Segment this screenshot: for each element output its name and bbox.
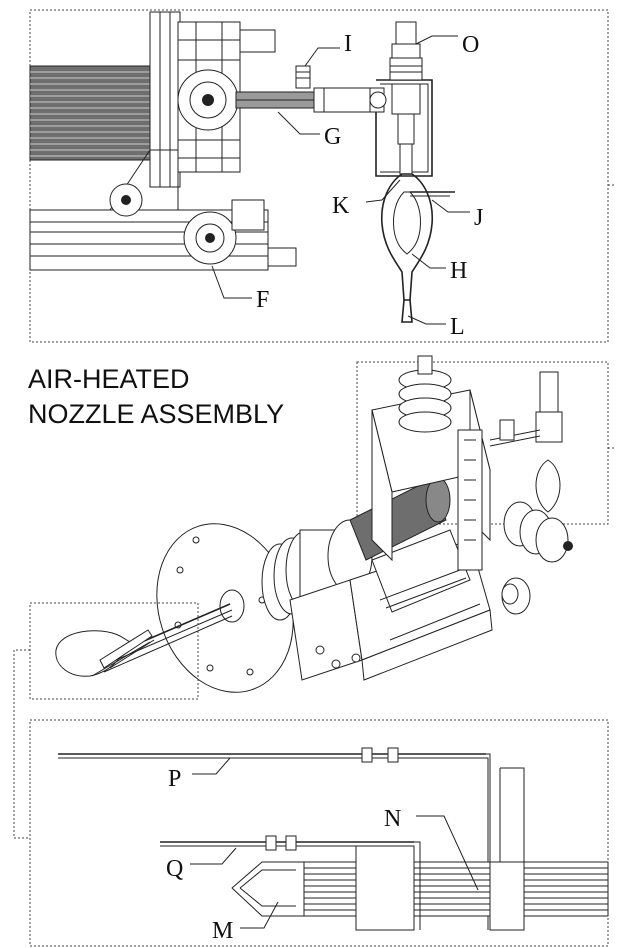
probe-bundle — [231, 767, 609, 931]
label-J: J — [474, 205, 483, 231]
heated-bulb — [380, 173, 455, 323]
label-M: M — [212, 918, 233, 944]
top-panel-frame — [29, 9, 609, 343]
label-O: O — [462, 32, 479, 58]
label-F: F — [256, 287, 269, 313]
isometric-assembly — [29, 355, 616, 700]
nozzle-tube — [235, 87, 387, 113]
right-coupling — [501, 501, 573, 615]
label-K: K — [332, 193, 350, 219]
bracket-fitting — [375, 21, 433, 177]
bottom-detail-panel — [29, 719, 609, 947]
heater-coil — [29, 65, 156, 161]
top-detail-panel — [29, 9, 609, 343]
stage-block — [289, 529, 493, 681]
bottom-leaders — [190, 757, 479, 929]
probe-tip — [55, 629, 155, 677]
label-G: G — [324, 124, 341, 150]
label-Q: Q — [166, 856, 183, 882]
label-I: I — [344, 31, 352, 57]
label-N: N — [384, 806, 401, 832]
bottom-panel-frame — [29, 719, 609, 947]
figure-title-line2: NOZZLE ASSEMBLY — [28, 399, 284, 429]
top-leaders — [211, 35, 470, 325]
vertical-frame — [371, 355, 491, 571]
set-screw — [295, 65, 311, 89]
nozzle-callout-box — [356, 361, 609, 525]
side-nozzle — [489, 371, 563, 513]
left-callout-bracket — [13, 649, 30, 839]
lower-rail — [29, 149, 297, 271]
figure-title-line1: AIR-HEATED — [28, 364, 190, 394]
label-L: L — [450, 314, 465, 340]
probe-callout-box — [29, 602, 199, 700]
label-H: H — [450, 258, 467, 284]
label-P: P — [168, 766, 181, 792]
